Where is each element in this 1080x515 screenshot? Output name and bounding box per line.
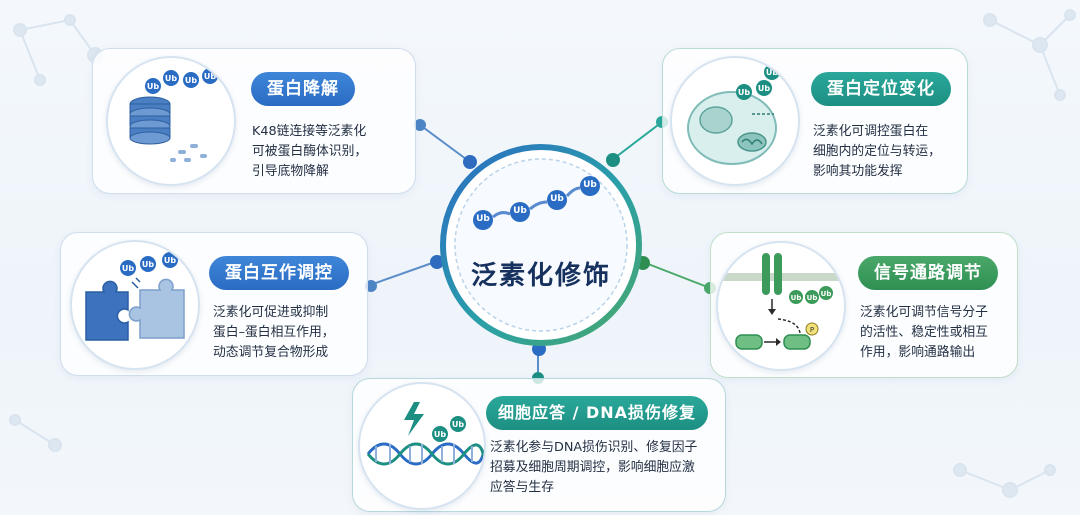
svg-text:Ub: Ub <box>434 430 446 439</box>
card-title-dna-damage-response: 细胞应答 / DNA损伤修复 <box>486 396 709 430</box>
ub-bead-label: Ub <box>550 194 564 204</box>
desc-line: 的活性、稳定性或相互 <box>860 325 988 340</box>
connector-dot <box>414 119 426 131</box>
card-title-protein-degradation: 蛋白降解 <box>251 72 355 106</box>
signaling-pathway-icon: P Ub Ub Ub <box>716 241 846 371</box>
svg-text:Ub: Ub <box>122 264 134 273</box>
desc-line: 动态调节复合物形成 <box>213 345 329 360</box>
desc-line: 细胞内的定位与转运， <box>813 144 941 159</box>
card-title-signaling-regulation: 信号通路调节 <box>858 256 998 290</box>
svg-text:Ub: Ub <box>758 84 770 93</box>
ub-bead-label: Ub <box>513 206 527 216</box>
card-desc-protein-degradation: K48链连接等泛素化 可被蛋白酶体识别， 引导底物降解 <box>252 122 367 182</box>
desc-line: 作用，影响通路输出 <box>860 345 976 360</box>
cell-organelle-icon: Ub Ub Ub <box>670 56 800 186</box>
desc-line: 泛素化可调控蛋白在 <box>813 124 929 139</box>
svg-text:Ub: Ub <box>165 74 177 83</box>
svg-text:Ub: Ub <box>452 420 464 429</box>
svg-text:Ub: Ub <box>766 68 778 77</box>
center-hub: Ub Ub Ub Ub 泛素化修饰 <box>438 142 644 348</box>
connector-dot <box>606 153 620 167</box>
svg-text:Ub: Ub <box>142 260 154 269</box>
card-title-protein-localization: 蛋白定位变化 <box>811 72 951 106</box>
svg-text:Ub: Ub <box>738 88 750 97</box>
svg-text:Ub: Ub <box>807 294 818 302</box>
card-desc-protein-localization: 泛素化可调控蛋白在 细胞内的定位与转运， 影响其功能发挥 <box>813 122 941 182</box>
connector-dot <box>430 255 444 269</box>
center-title: 泛素化修饰 <box>470 261 611 291</box>
ub-bead-label: Ub <box>583 180 597 190</box>
desc-line: 蛋白–蛋白相互作用， <box>213 325 335 340</box>
desc-line: 可被蛋白酶体识别， <box>252 144 368 159</box>
card-desc-signaling-regulation: 泛素化可调节信号分子 的活性、稳定性或相互 作用，影响通路输出 <box>860 303 988 363</box>
svg-text:Ub: Ub <box>164 256 176 265</box>
dna-helix-icon: Ub Ub <box>358 382 486 510</box>
ub-bead-label: Ub <box>476 214 490 224</box>
connector-dot <box>463 155 477 169</box>
svg-text:Ub: Ub <box>821 290 832 298</box>
svg-text:Ub: Ub <box>204 72 216 81</box>
center-hub-ring <box>440 144 642 346</box>
svg-text:Ub: Ub <box>147 82 159 91</box>
desc-line: 招募及细胞周期调控，影响细胞应激 <box>490 460 695 475</box>
card-desc-dna-damage-response: 泛素化参与DNA损伤识别、修复因子 招募及细胞周期调控，影响细胞应激 应答与生存 <box>490 438 697 498</box>
svg-text:Ub: Ub <box>791 294 802 302</box>
desc-line: 泛素化可促进或抑制 <box>213 305 329 320</box>
desc-line: K48链连接等泛素化 <box>252 124 367 139</box>
card-desc-protein-interaction: 泛素化可促进或抑制 蛋白–蛋白相互作用， 动态调节复合物形成 <box>213 303 335 363</box>
desc-line: 影响其功能发挥 <box>813 164 903 179</box>
desc-line: 应答与生存 <box>490 480 554 495</box>
svg-text:Ub: Ub <box>185 76 197 85</box>
connector-dot <box>365 280 377 292</box>
proteasome-icon: Ub Ub Ub Ub <box>106 56 236 186</box>
card-title-protein-interaction: 蛋白互作调控 <box>209 256 349 290</box>
puzzle-pieces-icon: Ub Ub Ub <box>70 240 200 370</box>
desc-line: 泛素化参与DNA损伤识别、修复因子 <box>490 440 698 455</box>
desc-line: 引导底物降解 <box>252 164 329 179</box>
desc-line: 泛素化可调节信号分子 <box>860 305 988 320</box>
svg-text:P: P <box>810 326 814 334</box>
